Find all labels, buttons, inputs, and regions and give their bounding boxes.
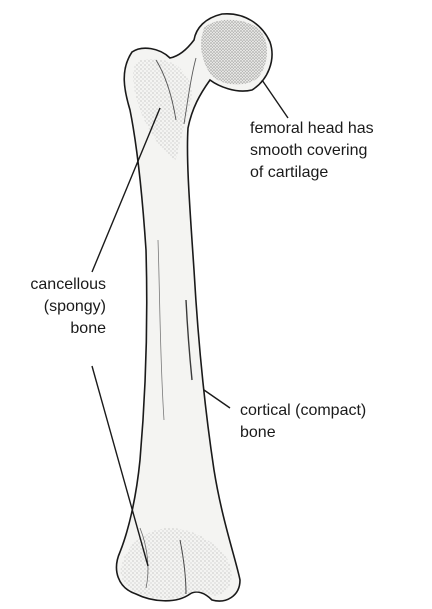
femoral-head-leader	[262, 80, 288, 118]
cortical-label-line-2: bone	[240, 422, 366, 444]
femoral-head-label-line-3: of cartilage	[250, 162, 374, 184]
femoral-head-label-line-1: femoral head has	[250, 118, 374, 140]
femoral-head-label: femoral head has smooth covering of cart…	[250, 118, 374, 184]
cortical-label-line-1: cortical (compact)	[240, 400, 366, 422]
cancellous-label: cancellous (spongy) bone	[18, 274, 106, 340]
cancellous-label-line-3: bone	[18, 318, 106, 340]
femoral-head-label-line-2: smooth covering	[250, 140, 374, 162]
cancellous-label-line-2: (spongy)	[18, 296, 106, 318]
cortical-label: cortical (compact) bone	[240, 400, 366, 444]
cancellous-label-line-1: cancellous	[18, 274, 106, 296]
cortical-leader	[204, 390, 230, 408]
